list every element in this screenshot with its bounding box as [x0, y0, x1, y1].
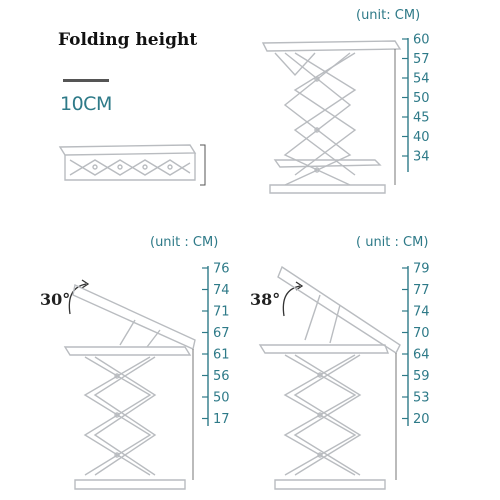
scale-tick-label: 64: [413, 348, 430, 363]
tilt-arc-right: [282, 281, 304, 317]
scale-tick-label: 45: [413, 111, 430, 126]
height-scale-bottom-right: 79 77 74 70 64 59 53 20: [402, 262, 430, 427]
height-scale-bottom-left: 76 74 71 67 61 56 50 17: [202, 262, 230, 427]
folded-stand-image: [58, 144, 206, 186]
scale-tick-label: 71: [213, 305, 230, 320]
scale-tick-label: 74: [213, 283, 230, 298]
tilt-angle-label-left: 30°: [40, 290, 71, 309]
scale-tick-label: 79: [413, 262, 430, 277]
scale-tick-label: 20: [413, 412, 430, 427]
scale-tick-label: 74: [413, 305, 430, 320]
folded-height-value: 10CM: [60, 93, 112, 115]
scale-tick-label: 76: [213, 262, 230, 277]
stand-image-tilt-30: [63, 283, 196, 490]
stand-image-flat-top: [261, 40, 402, 194]
scale-tick-label: 40: [413, 130, 430, 145]
unit-label-top-right: (unit: CM): [356, 8, 421, 23]
scale-tick-label: 17: [213, 412, 230, 427]
scale-tick-label: 50: [213, 391, 230, 406]
tilt-arc-left: [68, 279, 90, 315]
scale-tick-label: 70: [413, 326, 430, 341]
scale-tick-label: 56: [213, 369, 230, 384]
scale-tick-label: 77: [413, 283, 430, 298]
scale-tick-label: 54: [413, 72, 430, 87]
height-scale-top-right: 60 57 54 50 45 40 34: [402, 33, 430, 172]
scale-tick-label: 61: [213, 348, 230, 363]
scale-tick-label: 59: [413, 369, 430, 384]
unit-label-bottom-left: (unit : CM): [150, 235, 219, 250]
scale-tick-label: 60: [413, 33, 430, 48]
title-underline: [63, 79, 109, 82]
scale-tick-label: 67: [213, 326, 230, 341]
scale-tick-label: 53: [413, 391, 430, 406]
scale-tick-label: 50: [413, 91, 430, 106]
folding-height-title: Folding height: [58, 30, 198, 50]
scale-tick-label: 34: [413, 150, 430, 165]
stand-image-tilt-38: [258, 265, 401, 490]
unit-label-bottom-right: ( unit : CM): [356, 235, 429, 250]
tilt-angle-label-right: 38°: [250, 290, 281, 309]
scale-tick-label: 57: [413, 52, 430, 67]
